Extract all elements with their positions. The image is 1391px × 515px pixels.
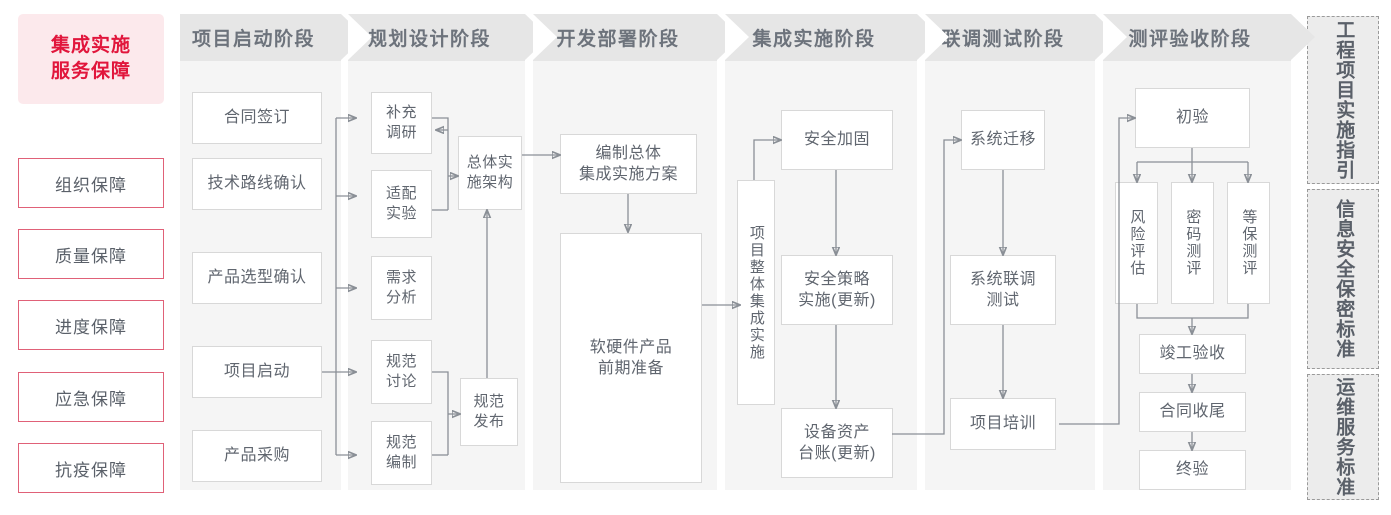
guarantee-item-quality[interactable]: 质量保障 (18, 229, 164, 279)
node-product-select[interactable]: 产品选型确认 (192, 252, 322, 304)
guarantee-item-label: 组织保障 (55, 175, 127, 195)
node-mlps-evaluation[interactable]: 等保测评 (1227, 182, 1270, 304)
node-contract-sign[interactable]: 合同签订 (192, 92, 322, 144)
node-label: 项目整体集成实施 (747, 224, 765, 361)
guarantee-title-line1: 集成实施 (50, 34, 131, 56)
node-requirement-analysis[interactable]: 需求 分析 (371, 256, 432, 320)
standard-engineering-guide[interactable]: 工程项目实施指引 (1307, 16, 1379, 184)
node-label-line1: 安全策略 (803, 270, 870, 288)
node-label-line1: 规范 (473, 393, 505, 411)
node-label: 产品采购 (223, 447, 290, 465)
node-risk-assessment[interactable]: 风险评估 (1115, 182, 1158, 304)
node-label: 技术路线确认 (207, 175, 307, 193)
standard-infosec[interactable]: 信息安全保密标准 (1307, 189, 1379, 369)
node-final-acceptance[interactable]: 终验 (1139, 450, 1246, 490)
standard-label: 运维服务标准 (1333, 377, 1355, 497)
node-label-line1: 需求 (385, 269, 417, 287)
guarantee-item-label: 质量保障 (55, 246, 127, 266)
node-label-line1: 总体实 (466, 154, 514, 172)
node-label: 初验 (1175, 109, 1209, 127)
node-security-hardening[interactable]: 安全加固 (781, 110, 893, 170)
node-tech-route[interactable]: 技术路线确认 (192, 158, 322, 210)
node-label-line1: 软硬件产品 (589, 338, 673, 356)
node-label: 项目培训 (969, 415, 1036, 433)
phase-header-label: 联调测试阶段 (941, 29, 1065, 50)
phase-header-label: 项目启动阶段 (191, 29, 315, 50)
node-label: 系统迁移 (969, 131, 1036, 149)
phase-header-startup[interactable]: 项目启动阶段 (180, 14, 365, 61)
node-label: 安全加固 (803, 131, 870, 149)
node-label-line2: 调研 (385, 124, 417, 141)
guarantee-item-schedule[interactable]: 进度保障 (18, 300, 164, 350)
guarantee-item-label: 进度保障 (55, 317, 127, 337)
standard-ops-service[interactable]: 运维服务标准 (1307, 374, 1379, 500)
node-label-line1: 适配 (385, 185, 417, 203)
node-label: 项目启动 (223, 363, 290, 381)
node-label-line2: 实验 (385, 205, 417, 222)
node-spec-release[interactable]: 规范 发布 (460, 378, 518, 446)
node-overall-architecture[interactable]: 总体实 施架构 (458, 136, 522, 210)
node-label-line1: 编制总体 (595, 144, 662, 162)
node-label-line2: 前期准备 (597, 360, 664, 377)
node-label-line1: 规范 (385, 353, 417, 371)
guarantee-item-emergency[interactable]: 应急保障 (18, 372, 164, 422)
phase-header-label: 测评验收阶段 (1128, 29, 1252, 50)
node-system-migration[interactable]: 系统迁移 (961, 110, 1045, 170)
phase-header-development[interactable]: 开发部署阶段 (533, 14, 741, 61)
standard-label: 信息安全保密标准 (1333, 199, 1355, 359)
guarantee-item-organization[interactable]: 组织保障 (18, 158, 164, 208)
node-label-line2: 台账(更新) (798, 445, 876, 462)
guarantee-rail-title: 集成实施 服务保障 (18, 14, 164, 104)
node-label-line2: 测试 (986, 292, 1020, 309)
node-product-purchase[interactable]: 产品采购 (192, 430, 322, 482)
node-label-line1: 系统联调 (969, 270, 1036, 288)
node-supplement-research[interactable]: 补充 调研 (371, 92, 432, 154)
node-project-kickoff[interactable]: 项目启动 (192, 346, 322, 398)
node-label-line1: 补充 (385, 104, 417, 122)
guarantee-title-line2: 服务保障 (50, 61, 131, 82)
phase-header-label: 开发部署阶段 (556, 29, 680, 50)
node-label: 合同收尾 (1159, 403, 1226, 421)
node-initial-acceptance[interactable]: 初验 (1135, 88, 1250, 148)
node-system-joint-test[interactable]: 系统联调 测试 (950, 255, 1056, 325)
node-label-line1: 设备资产 (803, 423, 870, 441)
phase-header-acceptance[interactable]: 测评验收阶段 (1103, 14, 1315, 61)
node-label-line2: 施架构 (466, 174, 514, 191)
node-hw-sw-prep[interactable]: 软硬件产品 前期准备 (560, 233, 702, 483)
guarantee-item-epidemic[interactable]: 抗疫保障 (18, 443, 164, 493)
guarantee-item-label: 抗疫保障 (55, 460, 127, 480)
node-spec-drafting[interactable]: 规范 编制 (371, 421, 432, 485)
node-label-line2: 发布 (473, 413, 505, 430)
node-label: 产品选型确认 (207, 269, 307, 287)
node-label-line2: 实施(更新) (798, 292, 876, 309)
node-label-line2: 分析 (385, 289, 417, 306)
node-asset-ledger[interactable]: 设备资产 台账(更新) (781, 408, 893, 478)
guarantee-item-label: 应急保障 (55, 389, 127, 409)
node-security-policy[interactable]: 安全策略 实施(更新) (781, 255, 893, 325)
phase-header-planning[interactable]: 规划设计阶段 (348, 14, 549, 61)
node-completion-acceptance[interactable]: 竣工验收 (1139, 334, 1246, 374)
node-label: 密码测评 (1184, 209, 1202, 277)
node-label-line2: 集成实施方案 (578, 166, 678, 183)
node-label: 合同签订 (223, 109, 290, 127)
node-label-line2: 讨论 (385, 373, 417, 390)
node-adaptation-test[interactable]: 适配 实验 (371, 170, 432, 238)
node-label: 终验 (1175, 461, 1209, 479)
node-label: 竣工验收 (1159, 345, 1226, 363)
phase-header-integration[interactable]: 集成实施阶段 (725, 14, 941, 61)
phase-header-joint-test[interactable]: 联调测试阶段 (925, 14, 1119, 61)
phase-header-label: 规划设计阶段 (367, 29, 491, 50)
node-label: 等保测评 (1240, 209, 1258, 277)
node-label-line2: 编制 (385, 454, 417, 471)
node-project-training[interactable]: 项目培训 (950, 398, 1056, 450)
node-contract-closure[interactable]: 合同收尾 (1139, 392, 1246, 432)
node-label-line1: 规范 (385, 434, 417, 452)
node-label: 风险评估 (1128, 209, 1146, 277)
node-overall-integration[interactable]: 项目整体集成实施 (737, 180, 775, 405)
node-crypto-evaluation[interactable]: 密码测评 (1171, 182, 1214, 304)
node-compile-plan[interactable]: 编制总体 集成实施方案 (560, 134, 697, 194)
standard-label: 工程项目实施指引 (1333, 20, 1355, 180)
phase-header-label: 集成实施阶段 (752, 29, 876, 50)
node-spec-discussion[interactable]: 规范 讨论 (371, 340, 432, 404)
